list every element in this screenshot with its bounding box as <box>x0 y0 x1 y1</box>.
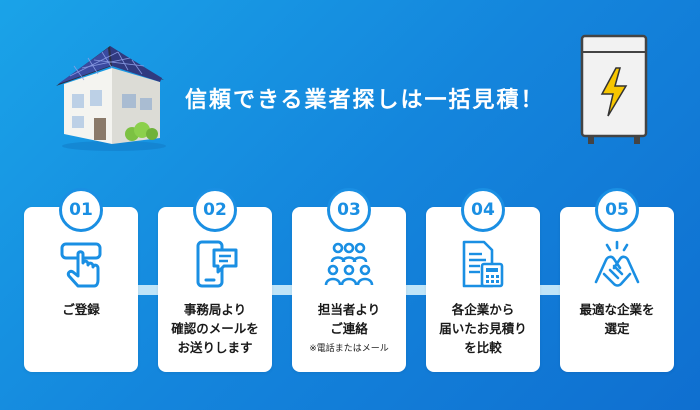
step-number-badge: 05 <box>595 188 639 232</box>
step-label: 事務局より 確認のメールを お送りします <box>171 302 259 355</box>
solar-house-illustration <box>56 46 166 151</box>
step-number-badge: 02 <box>193 188 237 232</box>
step-card-01: 01 ご登録 <box>24 188 138 372</box>
step-label: ご登録 <box>62 302 100 317</box>
tap-icon <box>60 242 102 288</box>
page-headline: 信頼できる業者探しは一括見積！ <box>185 88 545 113</box>
document-calculator-icon <box>462 240 504 288</box>
step-label: 担当者より ご連絡 <box>317 302 381 336</box>
step-card-04: 04 各企業から 届いたお見積り を比較 <box>426 188 540 372</box>
step-card-03: 03 担当者より ご連絡 ※電話またはメール <box>292 188 406 372</box>
step-note: ※電話またはメール <box>309 344 389 354</box>
storage-battery-illustration <box>580 34 648 144</box>
step-number-badge: 03 <box>327 188 371 232</box>
step-card-02: 02 事務局より 確認のメールを お送りします <box>158 188 272 372</box>
step-card-05: 05 最適な企業を 選定 <box>560 188 674 372</box>
smartphone-message-icon <box>196 240 238 288</box>
step-number-badge: 04 <box>461 188 505 232</box>
step-label: 各企業から 届いたお見積り を比較 <box>439 302 527 355</box>
handshake-icon <box>594 240 640 287</box>
step-label: 最適な企業を 選定 <box>579 302 655 336</box>
people-group-icon <box>324 242 374 286</box>
step-number-badge: 01 <box>59 188 103 232</box>
